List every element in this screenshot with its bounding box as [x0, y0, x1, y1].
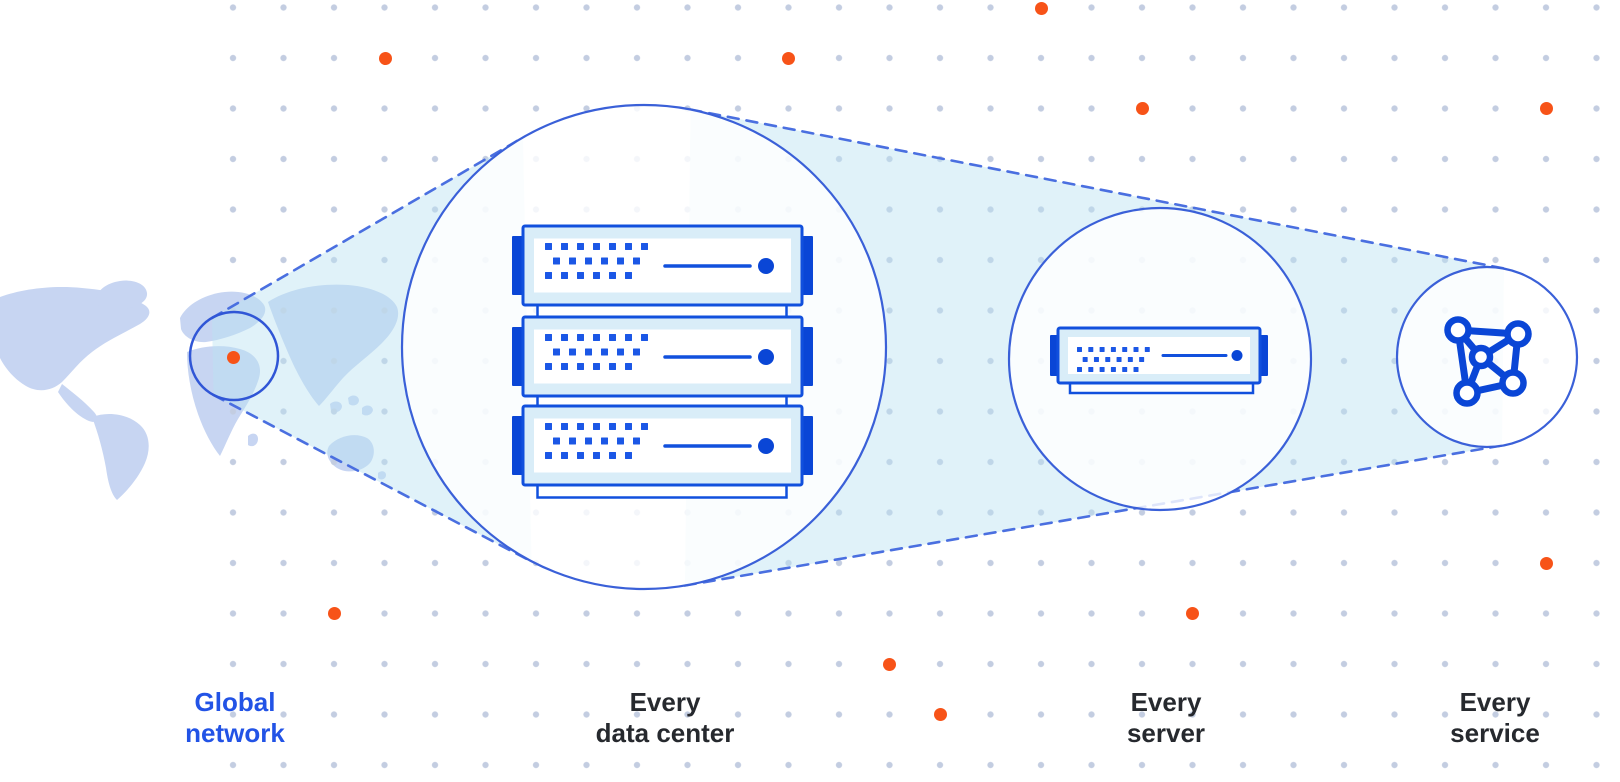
- server-rack-icon: [512, 224, 813, 499]
- globe-region-circle: [188, 310, 280, 402]
- mesh-node-center: [1468, 344, 1494, 370]
- pixel-display: [545, 243, 648, 279]
- caption-line: network: [185, 718, 285, 748]
- caption-line: service: [1450, 718, 1540, 748]
- dashed-line-bottom-right: [683, 444, 1504, 587]
- server-unit: [512, 315, 813, 410]
- server-unit: [512, 224, 813, 319]
- mesh-node: [1453, 379, 1481, 407]
- pixel-display: [1077, 347, 1150, 372]
- dashed-line-bottom-left: [212, 393, 533, 563]
- dashed-line-top-left: [210, 136, 525, 320]
- power-led: [758, 349, 774, 365]
- mesh-node: [1504, 320, 1532, 348]
- caption-line: Global: [194, 687, 276, 717]
- north-america-shape: [0, 287, 150, 391]
- server-icon: [1050, 326, 1268, 395]
- dashed-line-top-right: [689, 108, 1506, 270]
- power-led: [758, 438, 774, 454]
- caption-line: server: [1126, 718, 1206, 748]
- pixel-display: [545, 334, 648, 370]
- caption-line: data center: [595, 718, 735, 748]
- caption-line: Every: [629, 687, 701, 717]
- mesh-node: [1444, 316, 1472, 344]
- power-led: [758, 258, 774, 274]
- pixel-display: [545, 423, 648, 459]
- caption-line: Every: [1130, 687, 1202, 717]
- caption-line: Every: [1459, 687, 1531, 717]
- server-unit: [512, 404, 813, 499]
- central-america-shape: [58, 384, 98, 422]
- caption-every-service: Every service: [1450, 687, 1540, 749]
- caption-every-server: Every server: [1127, 687, 1205, 749]
- mesh-node: [1499, 369, 1527, 397]
- south-america-shape: [92, 413, 149, 500]
- greenland-shape: [96, 280, 148, 310]
- power-led: [1231, 350, 1243, 361]
- caption-every-data-center: Every data center: [596, 687, 735, 749]
- mesh-network-icon: [1444, 316, 1532, 407]
- caption-global-network: Global network: [185, 687, 285, 749]
